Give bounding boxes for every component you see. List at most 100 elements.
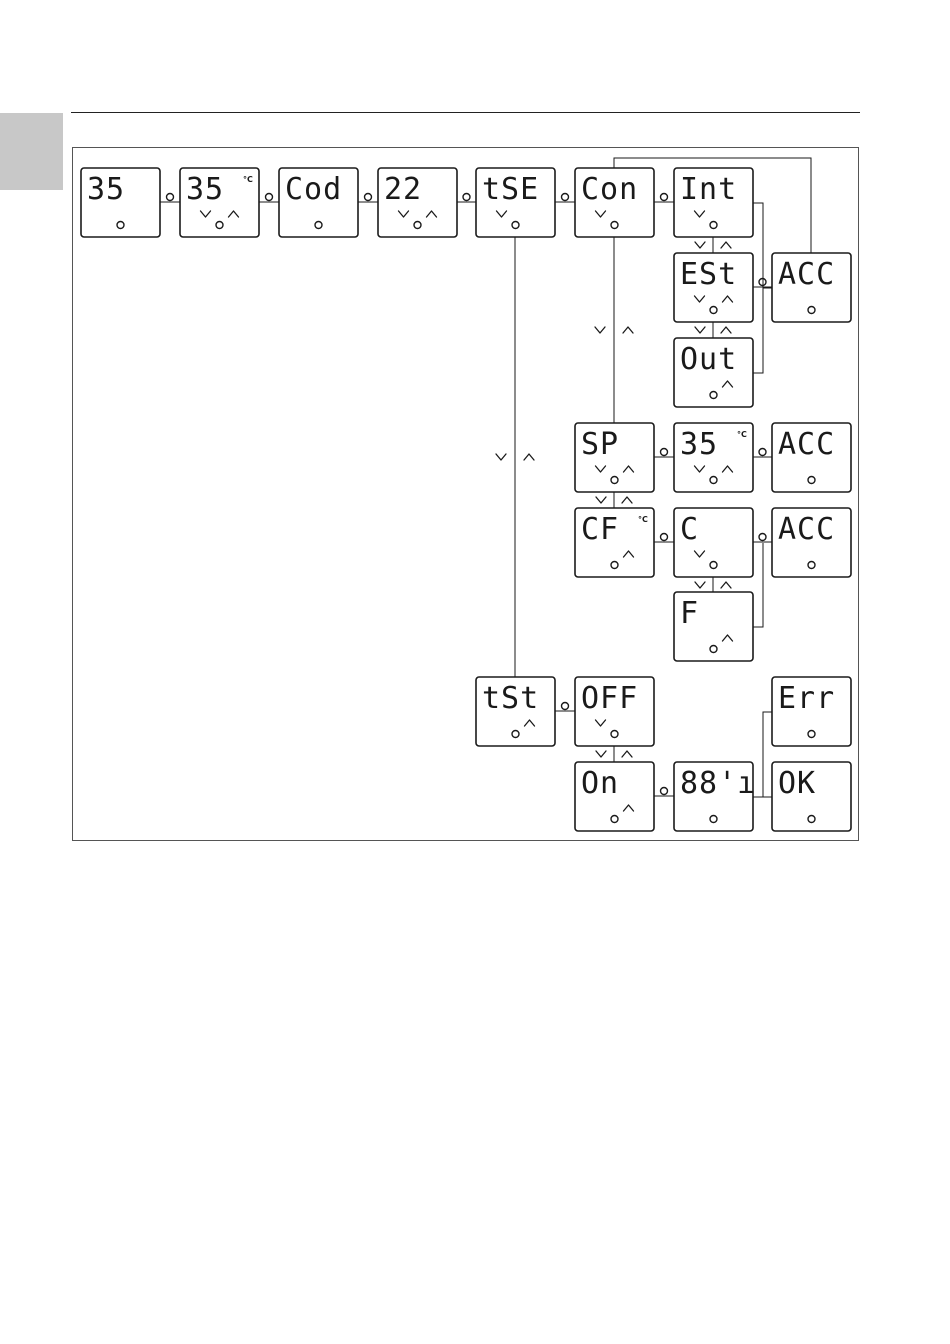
chevron-down-icon xyxy=(595,327,605,333)
screen-cf-f: F xyxy=(674,592,753,661)
select-button-icon xyxy=(512,222,519,229)
select-button-icon xyxy=(365,194,372,201)
select-button-icon xyxy=(710,477,717,484)
screen-text: Err xyxy=(778,681,835,716)
screen-text: Cod xyxy=(285,172,342,207)
select-button-icon xyxy=(759,534,766,541)
chevron-up-icon xyxy=(623,327,633,333)
screen-text: tSt xyxy=(482,681,539,716)
chevron-up-icon xyxy=(524,454,534,460)
select-button-icon xyxy=(710,562,717,569)
screen-text: On xyxy=(581,766,619,801)
screen-text: ACC xyxy=(778,512,835,547)
screen-tst: tSt xyxy=(476,677,555,746)
degree-celsius-label: °C xyxy=(737,430,747,439)
screen-text: SP xyxy=(581,427,619,462)
screen-text: ESt xyxy=(680,257,737,292)
select-button-icon xyxy=(611,222,618,229)
screen-acc-2: ACC xyxy=(772,423,851,492)
screen-sp: SP xyxy=(575,423,654,492)
chevron-up-icon xyxy=(721,242,731,248)
select-button-icon xyxy=(611,562,618,569)
screen-acc-1: ACC xyxy=(772,253,851,322)
chevron-up-icon xyxy=(622,497,632,503)
chevron-down-icon xyxy=(695,327,705,333)
select-button-icon xyxy=(315,222,322,229)
select-button-icon xyxy=(562,194,569,201)
select-button-icon xyxy=(710,307,717,314)
screen-text: OFF xyxy=(581,681,638,716)
chevron-down-icon xyxy=(596,497,606,503)
screen-text: CF xyxy=(581,512,619,547)
select-button-icon xyxy=(117,222,124,229)
select-button-icon xyxy=(266,194,273,201)
select-button-icon xyxy=(808,816,815,823)
screen-text: C xyxy=(680,512,699,547)
screen-ok: OK xyxy=(772,762,851,831)
screen-test-run: 88'ı xyxy=(674,762,756,831)
chevron-up-icon xyxy=(721,582,731,588)
screen-text: 35 xyxy=(87,172,125,207)
select-button-icon xyxy=(611,731,618,738)
screen-text: tSE xyxy=(482,172,539,207)
screen-est: ESt xyxy=(674,253,753,322)
screen-home-value: 35 xyxy=(81,168,160,237)
select-button-icon xyxy=(216,222,223,229)
screen-text: ACC xyxy=(778,427,835,462)
select-button-icon xyxy=(808,731,815,738)
connector-line xyxy=(753,543,763,627)
degree-celsius-label: °C xyxy=(243,175,253,184)
screen-code: Cod xyxy=(279,168,358,237)
select-button-icon xyxy=(808,562,815,569)
chevron-down-icon xyxy=(496,454,506,460)
select-button-icon xyxy=(710,816,717,823)
screen-text: 35 xyxy=(186,172,224,207)
screen-text: 88'ı xyxy=(680,766,756,801)
chevron-up-icon xyxy=(721,327,731,333)
screen-cf-c: C xyxy=(674,508,753,577)
screen-acc-3: ACC xyxy=(772,508,851,577)
select-button-icon xyxy=(463,194,470,201)
chevron-up-icon xyxy=(622,751,632,757)
select-button-icon xyxy=(611,477,618,484)
screen-out: Out xyxy=(674,338,753,407)
chevron-down-icon xyxy=(695,242,705,248)
screen-con: Con xyxy=(575,168,654,237)
screen-cf: CF °C xyxy=(575,508,654,577)
screen-boxes: 3535°CCod22tSEConIntEStOutACCSP35°CACCCF… xyxy=(81,168,851,831)
screen-home-value-unit: 35 °C xyxy=(180,168,259,237)
select-button-icon xyxy=(661,534,668,541)
screen-text: ACC xyxy=(778,257,835,292)
select-button-icon xyxy=(661,449,668,456)
select-button-icon xyxy=(661,194,668,201)
connector-line xyxy=(753,203,763,373)
screen-text: 35 xyxy=(680,427,718,462)
chevron-down-icon xyxy=(695,582,705,588)
screen-off: OFF xyxy=(575,677,654,746)
screen-sp-value: 35 °C xyxy=(674,423,753,492)
screen-text: Int xyxy=(680,172,737,207)
screen-code-value: 22 xyxy=(378,168,457,237)
select-button-icon xyxy=(710,392,717,399)
screen-text: Out xyxy=(680,342,737,377)
screen-text: F xyxy=(680,596,699,631)
select-button-icon xyxy=(167,194,174,201)
degree-celsius-label: °C xyxy=(638,515,648,524)
chevron-down-icon xyxy=(596,751,606,757)
select-button-icon xyxy=(661,788,668,795)
select-button-icon xyxy=(710,646,717,653)
screen-tse: tSE xyxy=(476,168,555,237)
select-button-icon xyxy=(808,477,815,484)
screen-text: 22 xyxy=(384,172,422,207)
screen-text: Con xyxy=(581,172,638,207)
select-button-icon xyxy=(562,703,569,710)
select-button-icon xyxy=(611,816,618,823)
screen-int: Int xyxy=(674,168,753,237)
select-button-icon xyxy=(808,307,815,314)
select-button-icon xyxy=(414,222,421,229)
select-button-icon xyxy=(512,731,519,738)
select-button-icon xyxy=(759,449,766,456)
screen-text: OK xyxy=(778,766,816,801)
select-button-icon xyxy=(710,222,717,229)
